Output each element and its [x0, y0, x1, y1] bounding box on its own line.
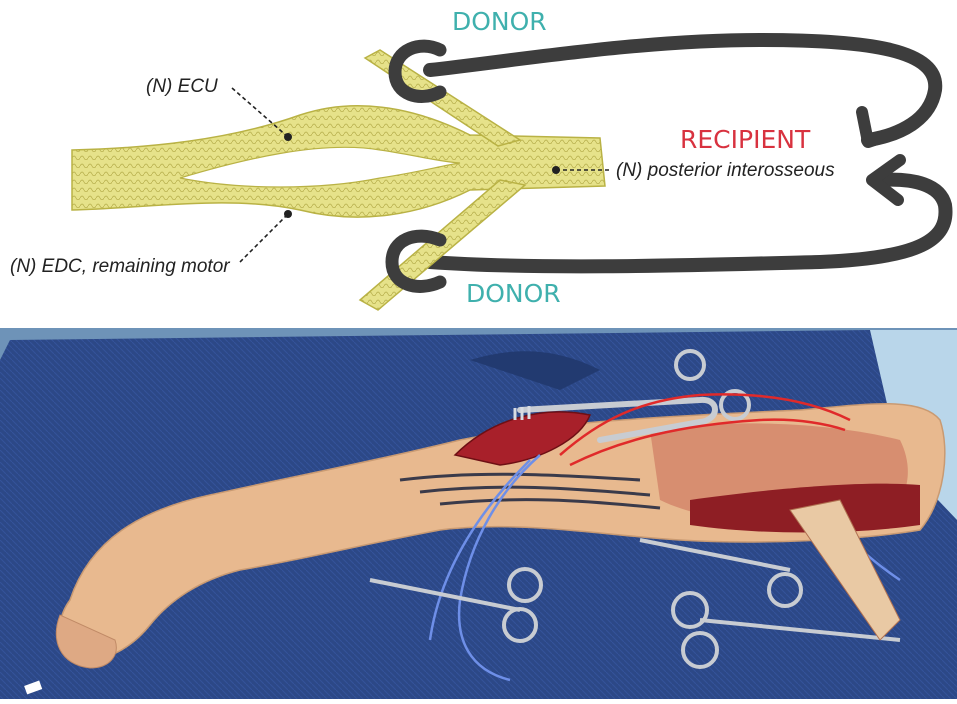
label-edc: (N) EDC, remaining motor: [10, 256, 230, 277]
label-donor-bottom: DONOR: [466, 279, 561, 308]
surgical-photo: [0, 328, 957, 699]
label-pin: (N) posterior interosseous: [616, 160, 835, 181]
label-recipient: RECIPIENT: [680, 125, 811, 154]
label-donor-top: DONOR: [452, 7, 547, 36]
label-ecu: (N) ECU: [146, 76, 218, 97]
